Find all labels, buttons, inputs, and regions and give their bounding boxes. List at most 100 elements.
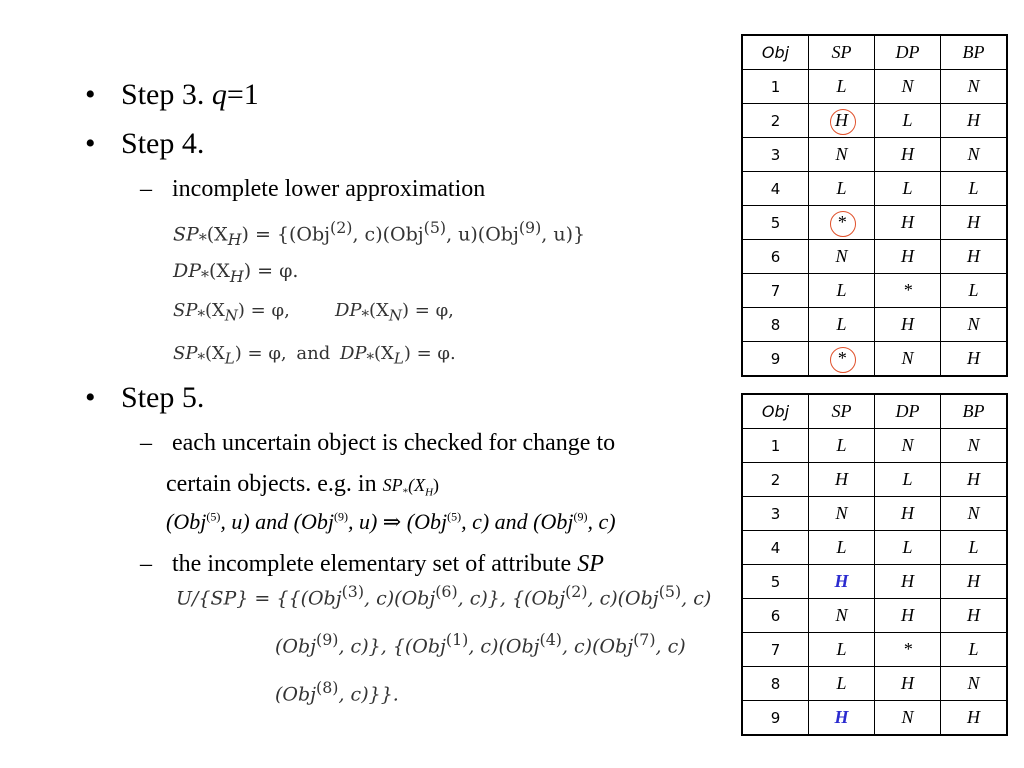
table-cell: H (874, 239, 941, 274)
table-cell: N (808, 239, 875, 274)
table-cell: N (808, 598, 875, 633)
table-cell: * (808, 341, 875, 377)
bullet-dot: • (85, 78, 96, 111)
table-cell: H (940, 205, 1008, 240)
table-cell: L (940, 171, 1008, 206)
sub-dash: – (140, 551, 152, 577)
lower-approx-l: SP*(XL) = φ, and DP*(XL) = φ. (173, 343, 456, 368)
step4-label: Step 4. (121, 127, 205, 160)
step5-sub1-line2: certain objects. e.g. in SP*(XH) (166, 471, 440, 499)
table-cell: N (940, 307, 1008, 342)
table-cell: H (808, 103, 875, 138)
table-cell: H (874, 496, 941, 531)
table-cell: N (874, 341, 941, 377)
table-cell: H (874, 598, 941, 633)
sp-xh-inline: SP*(XH) (382, 475, 440, 499)
table-cell: 2 (741, 462, 809, 497)
elementary-set-line3: (Obj(8), c)}}. (275, 678, 399, 706)
table-cell: H (874, 666, 941, 701)
table-cell: N (874, 700, 941, 736)
lower-approx-dp-n: DP*(XN) = φ, (335, 300, 454, 325)
column-header: Obj (741, 34, 809, 70)
table-cell: H (808, 462, 875, 497)
step5-sub1-line1: each uncertain object is checked for cha… (172, 430, 616, 456)
table-cell: H (808, 564, 875, 599)
table-cell: H (874, 205, 941, 240)
table-cell: N (808, 496, 875, 531)
elementary-set-line2: (Obj(9), c)}, {(Obj(1), c)(Obj(4), c)(Ob… (275, 630, 686, 658)
table-cell: L (808, 530, 875, 565)
table-cell: L (808, 632, 875, 667)
table-cell: L (874, 103, 941, 138)
circled-value: * (829, 210, 856, 237)
table-cell: 6 (741, 598, 809, 633)
table-cell: H (940, 598, 1008, 633)
step5-sub2-text: the incomplete elementary set of attribu… (172, 551, 572, 577)
table-cell: H (808, 700, 875, 736)
table-cell: N (874, 69, 941, 104)
table-cell: 1 (741, 69, 809, 104)
step4-sub1: – incomplete lower approximation (140, 176, 485, 203)
table-cell: L (808, 69, 875, 104)
table-cell: 3 (741, 496, 809, 531)
updated-value: H (834, 707, 849, 727)
table-cell: H (874, 564, 941, 599)
table-cell: H (940, 700, 1008, 736)
lower-approx-sp-h: SP*(XH) = {(Obj(2), c)(Obj(5), u)(Obj(9)… (173, 218, 586, 250)
table-cell: L (808, 171, 875, 206)
table-cell: H (874, 307, 941, 342)
implication-line: (Obj(5), u) and (Obj(9), u) ⇒ (Obj(5), c… (166, 509, 616, 534)
table-cell: N (940, 666, 1008, 701)
table-cell: 7 (741, 632, 809, 667)
table-cell: N (940, 69, 1008, 104)
step3-var: q (211, 78, 227, 111)
step5-sub2-attr: SP (577, 551, 604, 577)
table-cell: L (808, 428, 875, 463)
table-cell: 3 (741, 137, 809, 172)
table-cell: 4 (741, 530, 809, 565)
table-cell: 9 (741, 700, 809, 736)
table-cell: L (874, 530, 941, 565)
table-cell: L (940, 632, 1008, 667)
elementary-set-line1: U/{SP} = {{(Obj(3), c)(Obj(6), c)}, {(Ob… (176, 582, 712, 610)
column-header: SP (808, 34, 875, 70)
table-cell: 9 (741, 341, 809, 377)
step3-label: Step 3. (121, 78, 205, 111)
step5-label: Step 5. (121, 381, 205, 414)
table-cell: L (808, 307, 875, 342)
table-cell: N (940, 496, 1008, 531)
bullet-dot: • (85, 127, 96, 160)
column-header: Obj (741, 393, 809, 429)
column-header: BP (940, 393, 1008, 429)
column-header: DP (874, 393, 941, 429)
table-cell: * (874, 632, 941, 667)
table-cell: N (940, 428, 1008, 463)
sub-dash: – (140, 176, 152, 202)
circled-value: * (829, 346, 856, 373)
table-cell: 1 (741, 428, 809, 463)
table-cell: 5 (741, 564, 809, 599)
table-cell: 8 (741, 666, 809, 701)
bullet-dot: • (85, 381, 96, 414)
table-cell: H (940, 564, 1008, 599)
column-header: BP (940, 34, 1008, 70)
step5-sub1: – each uncertain object is checked for c… (140, 430, 615, 457)
circled-value: H (829, 108, 856, 135)
table-cell: H (874, 137, 941, 172)
